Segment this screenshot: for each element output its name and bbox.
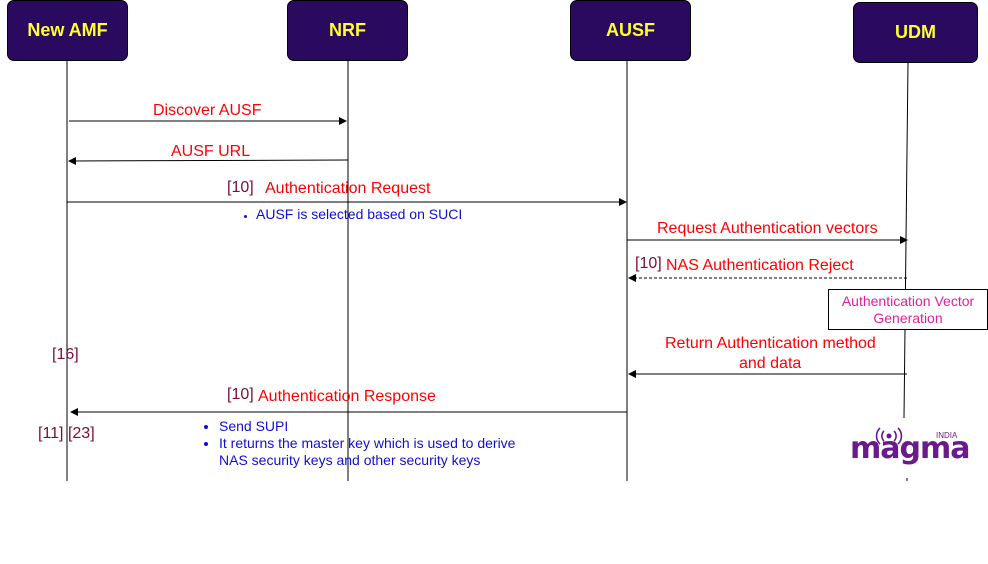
participant-amf: New AMF — [7, 0, 128, 61]
message-return-method-line2: and data — [739, 355, 802, 372]
participant-ausf-label: AUSF — [606, 20, 655, 40]
arrow-ausf-url — [68, 156, 349, 165]
auth-request-note-1: AUSF is selected based on SUCI — [256, 206, 462, 223]
participant-udm: UDM — [853, 2, 978, 63]
message-ausf-url: AUSF URL — [171, 143, 251, 160]
message-return-method-line1: Return Authentication method — [665, 335, 876, 352]
message-auth-request: Authentication Request — [265, 180, 431, 197]
message-discover-ausf: Discover AUSF — [153, 102, 262, 119]
udm-note-auth-vector-generation: Authentication Vector Generation — [828, 289, 988, 330]
logo-wordmark: magma — [850, 431, 970, 466]
antenna-icon — [875, 427, 903, 445]
message-request-vectors: Request Authentication vectors — [657, 220, 878, 237]
auth-request-notes: AUSF is selected based on SUCI — [242, 206, 462, 223]
ref-amf-16: [16] — [52, 346, 79, 363]
participant-ausf: AUSF — [570, 0, 691, 61]
ref-nas-reject: [10] — [635, 255, 662, 272]
udm-note-line-1: Authentication Vector — [841, 293, 975, 309]
auth-response-note-2: It returns the master key which is used … — [219, 435, 515, 452]
participant-nrf-label: NRF — [329, 20, 366, 40]
ref-auth-request: [10] — [227, 179, 254, 196]
ref-auth-response: [10] — [227, 386, 254, 403]
auth-response-note-3: NAS security keys and other security key… — [219, 452, 481, 468]
auth-response-notes: Send SUPI It returns the master key whic… — [205, 418, 515, 469]
ref-amf-11-23: [11] [23] — [38, 425, 95, 442]
participant-nrf: NRF — [287, 0, 408, 61]
participant-amf-label: New AMF — [27, 20, 108, 40]
auth-response-note-1: Send SUPI — [219, 418, 515, 435]
logo-superscript: INDIA — [936, 431, 958, 440]
participant-udm-label: UDM — [895, 22, 936, 42]
udm-note-line-2: Generation — [873, 310, 943, 326]
magma-india-logo: magma INDIA — [850, 424, 970, 470]
message-auth-response: Authentication Response — [258, 388, 436, 405]
message-nas-reject: NAS Authentication Reject — [666, 257, 854, 274]
